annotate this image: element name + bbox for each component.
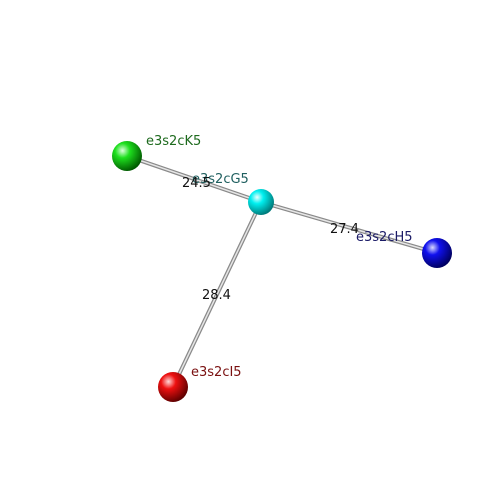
atom-K5[interactable] bbox=[112, 141, 142, 171]
distance-label-G5-K5: 24.5 bbox=[182, 176, 211, 191]
atom-G5[interactable] bbox=[248, 189, 274, 215]
atom-H5[interactable] bbox=[422, 238, 452, 268]
bond-G5-H5 bbox=[260, 200, 438, 255]
bond-G5-I5 bbox=[171, 201, 263, 388]
atom-label-G5: e3s2cG5 bbox=[192, 172, 249, 187]
bond-G5-K5 bbox=[126, 154, 262, 204]
atom-label-H5: e3s2cH5 bbox=[356, 230, 413, 245]
atom-I5[interactable] bbox=[158, 372, 188, 402]
distance-label-G5-H5: 27.4 bbox=[330, 222, 359, 237]
atom-label-K5: e3s2cK5 bbox=[146, 134, 201, 149]
distance-label-G5-I5: 28.4 bbox=[202, 288, 231, 303]
atom-label-I5: e3s2cI5 bbox=[191, 365, 242, 380]
